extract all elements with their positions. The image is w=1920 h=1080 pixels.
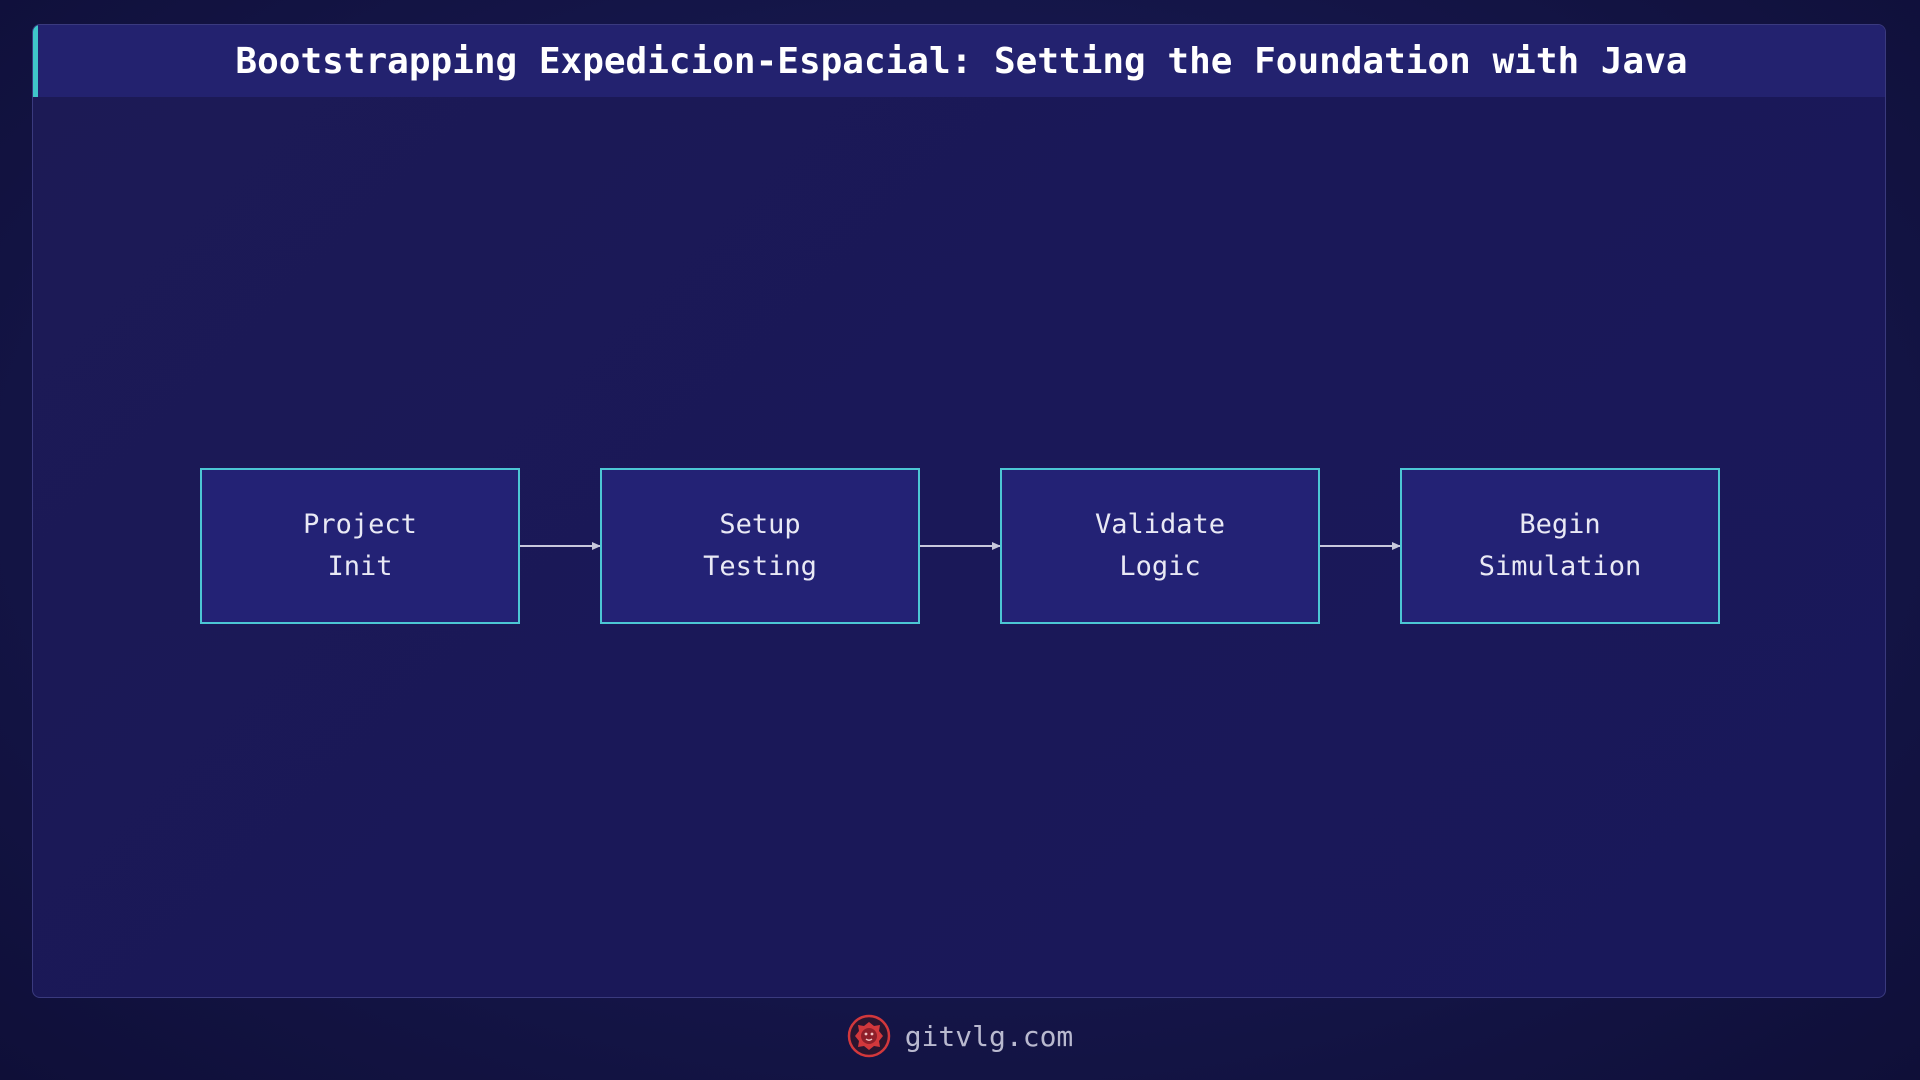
node-label-line2: Testing — [703, 551, 817, 582]
node-validate-logic: Validate Logic — [1000, 468, 1320, 624]
page-title: Bootstrapping Expedicion-Espacial: Setti… — [235, 40, 1688, 82]
node-label-line2: Init — [327, 551, 393, 582]
footer: gitvlg.com — [0, 1010, 1920, 1062]
lion-logo-icon[interactable] — [847, 1014, 891, 1058]
node-label-line1: Project — [303, 509, 417, 540]
node-begin-simulation: Begin Simulation — [1400, 468, 1720, 624]
node-label-line1: Setup — [719, 509, 801, 540]
node-setup-testing: Setup Testing — [600, 468, 920, 624]
node-label-line2: Logic — [1119, 551, 1201, 582]
node-label-line2: Simulation — [1478, 551, 1642, 582]
title-bar: Bootstrapping Expedicion-Espacial: Setti… — [33, 25, 1885, 97]
node-label-line1: Begin — [1519, 509, 1601, 540]
node-label-line1: Validate — [1094, 509, 1226, 540]
footer-site-link[interactable]: gitvlg.com — [904, 1019, 1074, 1053]
node-project-init: Project Init — [200, 468, 520, 624]
